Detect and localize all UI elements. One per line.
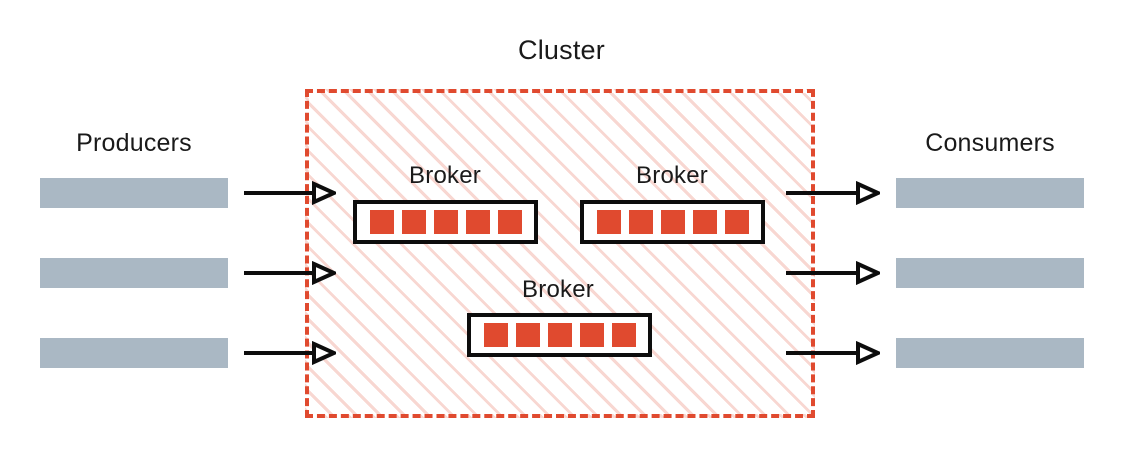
consumers-title: Consumers bbox=[925, 129, 1055, 157]
partition-cell bbox=[369, 210, 394, 234]
partition-cell bbox=[515, 323, 540, 347]
producer-bar-3 bbox=[40, 338, 228, 368]
partition-cell bbox=[660, 210, 685, 234]
arrow-right-icon bbox=[244, 261, 336, 285]
partition-cell bbox=[547, 323, 572, 347]
arrow-right-icon bbox=[244, 341, 336, 365]
cluster-region bbox=[305, 89, 815, 418]
producers-title: Producers bbox=[76, 129, 192, 157]
arrow-cluster-to-consumer-1 bbox=[786, 181, 880, 205]
partition-cell bbox=[497, 210, 522, 234]
partition-cell bbox=[724, 210, 749, 234]
partition-cell bbox=[596, 210, 621, 234]
broker-box-1 bbox=[353, 200, 538, 244]
partition-cell bbox=[483, 323, 508, 347]
partition-cell bbox=[401, 210, 426, 234]
broker-label-1: Broker bbox=[409, 162, 481, 189]
consumer-bar-1 bbox=[896, 178, 1084, 208]
arrow-right-icon bbox=[786, 181, 880, 205]
partition-cell bbox=[611, 323, 636, 347]
arrow-cluster-to-consumer-3 bbox=[786, 341, 880, 365]
partition-cell bbox=[465, 210, 490, 234]
partition-cell bbox=[628, 210, 653, 234]
consumer-bar-2 bbox=[896, 258, 1084, 288]
producer-bar-2 bbox=[40, 258, 228, 288]
consumer-bar-3 bbox=[896, 338, 1084, 368]
arrow-producer-1-to-cluster bbox=[244, 181, 336, 205]
arrow-right-icon bbox=[786, 261, 880, 285]
arrow-right-icon bbox=[244, 181, 336, 205]
partition-cell bbox=[433, 210, 458, 234]
broker-box-3 bbox=[467, 313, 652, 357]
arrow-cluster-to-consumer-2 bbox=[786, 261, 880, 285]
producer-bar-1 bbox=[40, 178, 228, 208]
broker-label-2: Broker bbox=[636, 162, 708, 189]
broker-box-2 bbox=[580, 200, 765, 244]
partition-cell bbox=[692, 210, 717, 234]
arrow-producer-2-to-cluster bbox=[244, 261, 336, 285]
broker-label-3: Broker bbox=[522, 276, 594, 303]
arrow-producer-3-to-cluster bbox=[244, 341, 336, 365]
arrow-right-icon bbox=[786, 341, 880, 365]
cluster-title: Cluster bbox=[518, 35, 605, 65]
partition-cell bbox=[579, 323, 604, 347]
